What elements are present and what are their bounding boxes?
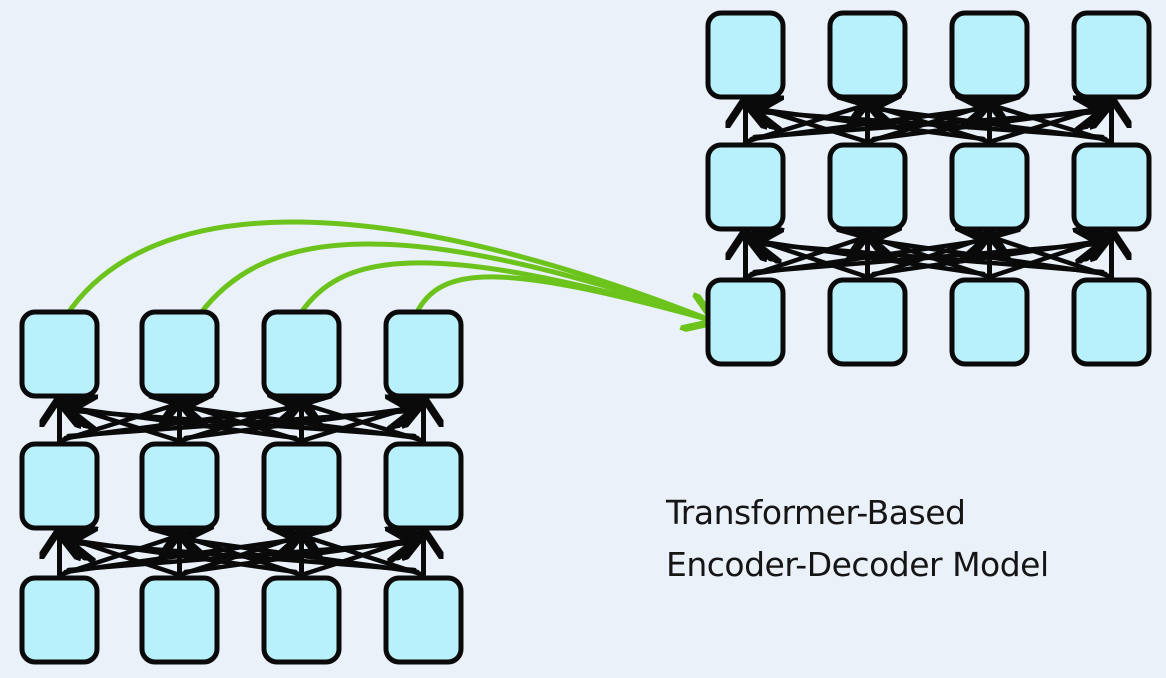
cross-attention-edge-2 [197, 241, 713, 323]
encoder-node-layer2-token2 [139, 441, 220, 531]
encoder-attention-edge-l0-3-to-2 [307, 537, 423, 577]
caption-line-2: Encoder-Decoder Model [666, 545, 1049, 584]
decoder-node-layer3-token2 [827, 10, 908, 100]
caption-line-1: Transformer-Based [666, 493, 966, 532]
encoder-node-layer1-token1 [19, 575, 100, 665]
decoder-node-layer3-token4 [1071, 10, 1152, 100]
decoder-node-layer3-token1 [705, 10, 786, 100]
encoder-node-layer3-token2 [139, 309, 220, 399]
encoder-node-layer3-token4 [383, 309, 464, 399]
encoder-node-layer2-token3 [261, 441, 342, 531]
encoder-node-layer1-token3 [261, 575, 342, 665]
encoder-node-layer3-token1 [19, 309, 100, 399]
diagram-caption: Transformer-Based Encoder-Decoder Model [666, 487, 1049, 591]
decoder-node-layer1-token4 [1071, 277, 1152, 367]
encoder-node-layer2-token1 [19, 441, 100, 531]
decoder-node-layer1-token1 [705, 277, 786, 367]
decoder-attention-edge-l1-3-to-2 [995, 106, 1111, 144]
cross-attention-edge-1 [63, 219, 710, 320]
encoder-attention-edge-l1-3-to-2 [307, 405, 423, 443]
cross-attention-edges [63, 219, 713, 323]
cross-attention-edge-4 [413, 274, 713, 323]
decoder-node-layer1-token2 [827, 277, 908, 367]
decoder-attention-edge-l0-3-to-2 [995, 238, 1111, 279]
decoder-node-layer2-token2 [827, 142, 908, 232]
encoder-node-layer1-token2 [139, 575, 220, 665]
decoder-node-layer1-token3 [949, 277, 1030, 367]
decoder-node-layer2-token1 [705, 142, 786, 232]
decoder-node-layer2-token3 [949, 142, 1030, 232]
encoder-node-layer1-token4 [383, 575, 464, 665]
encoder-node-layer2-token4 [383, 441, 464, 531]
cross-attention-edge-3 [297, 260, 713, 323]
self-attention-edges [60, 103, 1112, 579]
decoder-node-layer2-token4 [1071, 142, 1152, 232]
encoder-node-layer3-token3 [261, 309, 342, 399]
decoder-node-layer3-token3 [949, 10, 1030, 100]
nodes [19, 10, 1152, 665]
